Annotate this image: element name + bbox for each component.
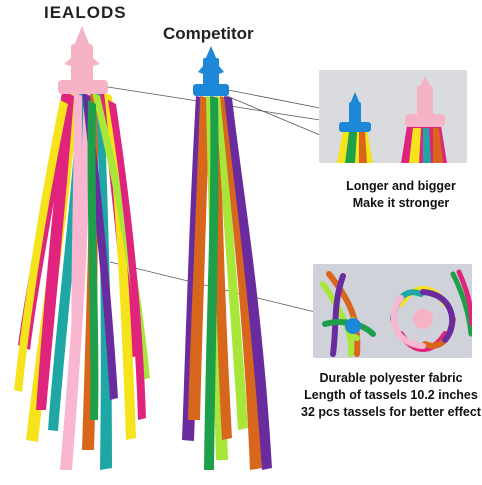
caption-line: 32 pcs tassels for better effect: [301, 405, 481, 419]
caption-line: Longer and bigger: [346, 179, 456, 193]
competitor-cap-stem: [203, 58, 219, 86]
brand-cap-tip: [74, 26, 90, 46]
cap-comparison-illustration: [319, 70, 467, 163]
competitor-tassel: [182, 46, 272, 470]
brand-ribbons: [14, 92, 150, 470]
brand-cap-stem: [71, 44, 93, 82]
competitor-label: Competitor: [163, 24, 254, 43]
ribbon-closeup-illustration: [313, 264, 472, 358]
competitor-cap-tip: [205, 46, 217, 60]
ribbon-features-caption: Durable polyester fabric Length of tasse…: [300, 370, 482, 421]
caption-line: Make it stronger: [352, 196, 450, 210]
caption-line: Durable polyester fabric: [319, 371, 463, 385]
ribbon-closeup-inset: [313, 264, 472, 358]
competitor-ribbons: [182, 96, 272, 470]
brand-tassel: [14, 26, 150, 470]
cap-comparison-inset: [319, 70, 467, 163]
brand-cap-collar: [58, 80, 108, 94]
caption-line: Length of tassels 10.2 inches: [304, 388, 478, 402]
cap-comparison-caption: Longer and bigger Make it stronger: [326, 178, 476, 212]
brand-label: IEALODS: [44, 3, 127, 22]
competitor-cap-collar: [193, 84, 229, 96]
